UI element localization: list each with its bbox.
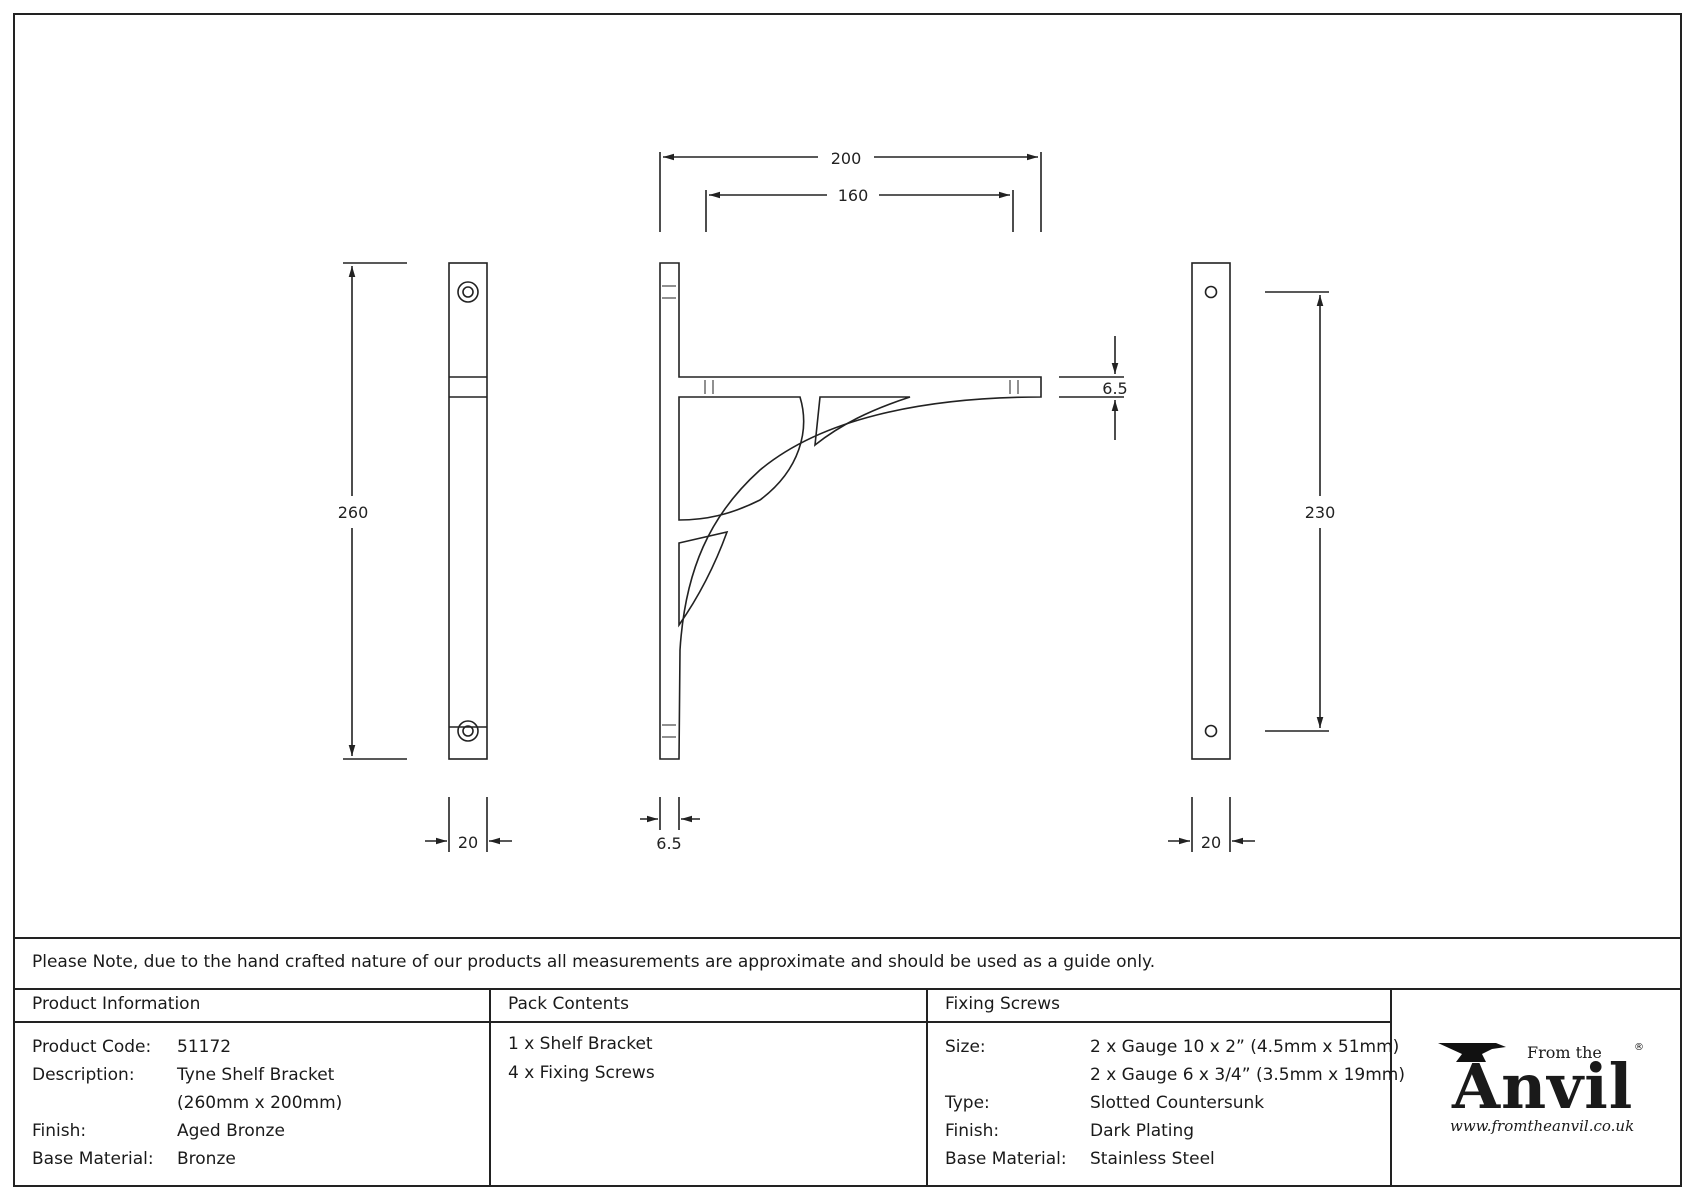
rear-hole-top (1204, 285, 1218, 299)
dimension-overall-width (659, 152, 1042, 232)
dimension-height (343, 262, 407, 760)
label-inner-width: 160 (838, 186, 869, 205)
pack-contents-item: 1 x Shelf Bracket (508, 1034, 653, 1054)
divider-col1 (489, 988, 491, 1187)
sheet-border (13, 13, 1682, 1187)
product-info-label: Description: (32, 1065, 135, 1085)
product-info-value: (260mm x 200mm) (177, 1093, 343, 1113)
fixing-screws-label: Base Material: (945, 1149, 1067, 1169)
divider-headers (13, 1021, 1391, 1023)
fixing-screws-value: Slotted Countersunk (1090, 1093, 1265, 1113)
screw-hole-bottom (457, 720, 479, 742)
product-info-value: Bronze (177, 1149, 236, 1169)
anvil-silhouette-icon (1438, 1043, 1506, 1062)
product-info-label: Product Code: (32, 1037, 152, 1057)
inner-cutout-quarter (678, 396, 805, 521)
product-info-header: Product Information (32, 994, 201, 1014)
rear-hole-bottom (1204, 724, 1218, 738)
divider-note-bottom (13, 988, 1682, 990)
divider-col2 (926, 988, 928, 1187)
pack-contents-item: 4 x Fixing Screws (508, 1063, 655, 1083)
product-info-label: Base Material: (32, 1149, 154, 1169)
bracket-outline (659, 262, 1042, 760)
product-info-value: 51172 (177, 1037, 232, 1057)
product-info-value: Tyne Shelf Bracket (177, 1065, 335, 1085)
dimension-hole-spacing (1265, 291, 1329, 732)
front-view-outline (448, 262, 488, 760)
label-rear-width: 20 (1201, 833, 1221, 852)
front-view (448, 262, 488, 760)
logo-brand: Anvil (1452, 1050, 1634, 1123)
inner-cutout-side (678, 530, 729, 628)
logo-registered-mark: ® (1634, 1042, 1644, 1053)
fixing-screws-label: Type: (945, 1093, 990, 1113)
fixing-screws-value: 2 x Gauge 10 x 2” (4.5mm x 51mm) (1090, 1037, 1400, 1057)
fixing-screws-value: Dark Plating (1090, 1121, 1195, 1141)
inner-cutout-top (814, 396, 911, 447)
disclaimer-note: Please Note, due to the hand crafted nat… (32, 952, 1156, 972)
divider-note-top (13, 937, 1682, 939)
rear-view-outline (1191, 262, 1231, 760)
label-shelf-thickness: 6.5 (1102, 379, 1127, 398)
dimension-shelf-thickness (1059, 336, 1124, 440)
product-info-label: Finish: (32, 1121, 87, 1141)
side-view (659, 262, 1042, 760)
logo-url: www.fromtheanvil.co.uk (1450, 1117, 1635, 1135)
label-upright-thickness: 6.5 (656, 834, 681, 853)
product-info-value: Aged Bronze (177, 1121, 285, 1141)
label-height: 260 (338, 503, 369, 522)
bracket-drawings: 260 200 160 6.5 6.5 20 20 230 (338, 149, 1336, 853)
divider-col3 (1390, 988, 1392, 1187)
rear-view (1191, 262, 1231, 760)
logo-from-the: From the (1527, 1043, 1602, 1062)
dimension-front-width (425, 797, 512, 852)
fixing-screws-label: Size: (945, 1037, 986, 1057)
dimension-rear-width (1168, 797, 1255, 852)
dimension-upright-thickness (640, 797, 700, 830)
pack-contents-header: Pack Contents (508, 994, 629, 1014)
screw-hole-top (457, 281, 479, 303)
fixing-screws-label: Finish: (945, 1121, 1000, 1141)
dimension-inner-width (705, 190, 1014, 232)
fixing-screws-value: Stainless Steel (1090, 1149, 1215, 1169)
label-overall-width: 200 (831, 149, 862, 168)
fixing-screws-value: 2 x Gauge 6 x 3/4” (3.5mm x 19mm) (1090, 1065, 1405, 1085)
label-front-width: 20 (458, 833, 478, 852)
label-hole-spacing: 230 (1305, 503, 1336, 522)
fixing-screws-header: Fixing Screws (945, 994, 1060, 1014)
